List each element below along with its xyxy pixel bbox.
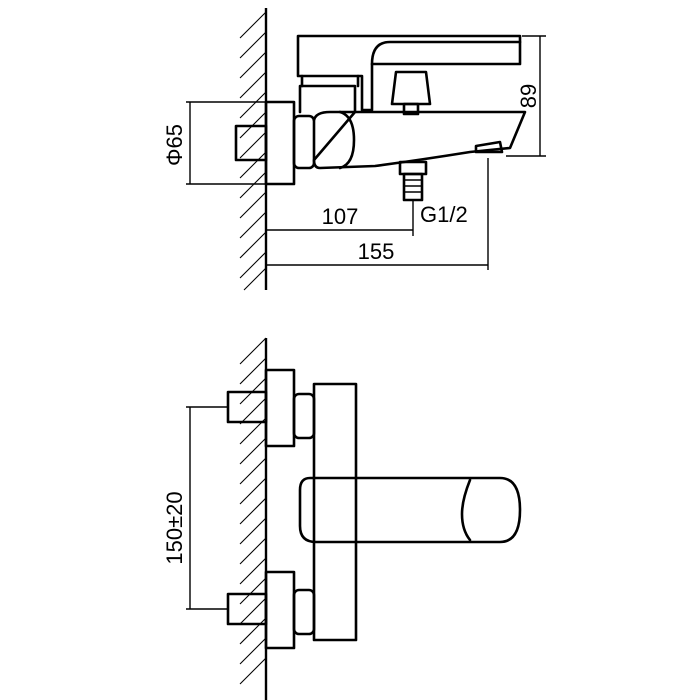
spout-outlet — [474, 140, 504, 154]
dim-center-distance: 150±20 — [162, 406, 228, 610]
dim-inlet-distance: 107 G1/2 — [266, 200, 468, 236]
upper-flange — [264, 368, 296, 448]
lever-handle-base — [300, 74, 360, 88]
side-view: Φ65 89 107 G1/2 155 — [162, 8, 546, 291]
dim-inlet-distance-label: 107 — [322, 204, 359, 229]
connector-nut — [292, 114, 316, 170]
lever-handle — [296, 34, 522, 112]
dim-height-label: 89 — [516, 84, 541, 108]
lower-flange — [264, 570, 296, 650]
dim-diameter-label: Φ65 — [162, 124, 187, 166]
dim-height: 89 — [506, 35, 546, 157]
diverter-stem — [402, 102, 420, 116]
lever-handle-inner — [370, 40, 522, 66]
dim-thread-label: G1/2 — [420, 202, 468, 227]
dim-center-distance-label: 150±20 — [162, 491, 187, 564]
dim-diameter: Φ65 — [162, 101, 266, 185]
lower-inlet-pipe — [226, 592, 268, 626]
diverter-knob — [390, 70, 432, 106]
wall-flange — [264, 100, 296, 186]
dim-overall-length-label: 155 — [358, 239, 395, 264]
dim-overall-length: 155 — [266, 158, 489, 270]
inlet-pipe — [234, 124, 268, 162]
plan-view: 150±20 — [162, 337, 522, 700]
faucet-body-plan — [312, 382, 358, 642]
body-front-edge — [338, 110, 356, 170]
spout-plan — [298, 476, 522, 544]
shower-connector — [398, 160, 428, 202]
upper-nut — [292, 392, 316, 440]
lower-nut — [292, 588, 316, 636]
faucet-body — [298, 84, 527, 170]
wall-hatch-top — [239, 8, 268, 291]
spout-plan-inner — [460, 478, 472, 542]
